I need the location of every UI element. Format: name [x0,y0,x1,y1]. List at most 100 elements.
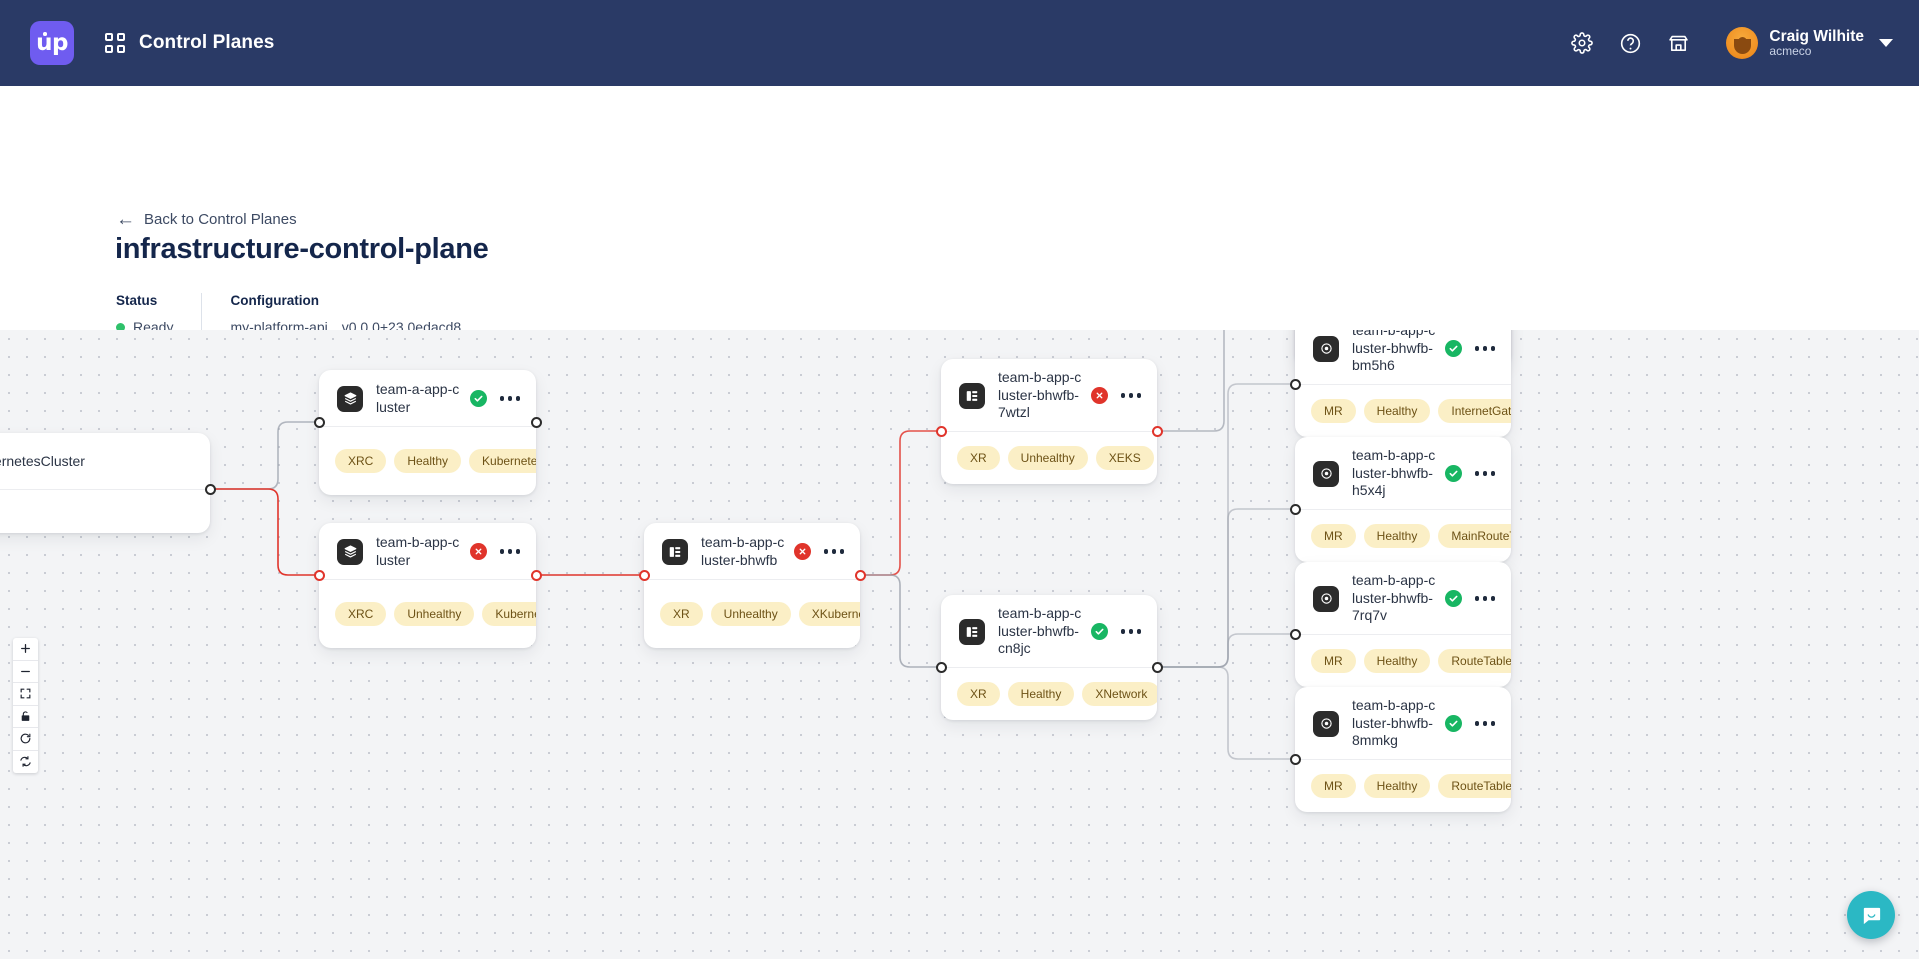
chip: MainRouteTableAssociation [1438,523,1511,548]
logo-text: up [36,30,68,56]
node-handle-source[interactable] [1151,661,1163,673]
node-handle-source[interactable] [530,416,542,428]
zoom-out-button[interactable] [13,661,38,683]
chip: MR [1311,523,1356,548]
graph-node-team-a-app-cluster[interactable]: team-a-app-clusterXRCHealthyKubernetesCl… [319,370,536,495]
graph-edges [210,330,1295,760]
chip: Unhealthy [394,601,475,626]
node-handle-target[interactable] [1289,378,1301,390]
chip: MR [1311,398,1356,423]
sync-button[interactable] [13,751,38,774]
node-chips: XRUnhealthyXKubernetesCluster [644,579,860,648]
chip: XRC [335,448,387,473]
node-menu-button[interactable] [1474,346,1495,351]
back-to-control-planes-link[interactable]: ← Back to Control Planes [116,210,297,229]
status-healthy-icon [1444,590,1462,607]
user-name: Craig Wilhite [1769,27,1864,45]
node-handle-source[interactable] [204,483,216,495]
node-header: KubernetesCluster [0,433,210,489]
status-unhealthy-icon [793,543,811,560]
node-menu-button[interactable] [1474,471,1495,476]
node-handle-source[interactable] [530,569,542,581]
node-handle-target[interactable] [313,416,325,428]
node-label: team-b-app-cluster-bhwfb [701,534,785,568]
node-handle-target[interactable] [1289,503,1301,515]
mr-icon [1313,710,1339,737]
node-menu-button[interactable] [499,549,520,554]
chip: XR [660,601,703,626]
status-unhealthy-icon [469,543,487,560]
top-navigation-bar: up Control Planes [0,0,1919,86]
node-chips: MRHealthyRouteTableAssociation [1295,634,1511,687]
chip: XR [957,681,1000,706]
node-menu-button[interactable] [1120,629,1141,634]
status-dot-icon [116,322,125,332]
chip: XEKS [1095,445,1154,470]
node-menu-button[interactable] [499,396,520,401]
avatar [1726,27,1759,59]
zoom-in-button[interactable] [13,638,38,661]
help-icon[interactable] [1608,21,1652,65]
node-label: team-b-app-cluster-bhwfb-h5x4j [1352,447,1436,499]
page-title: infrastructure-control-plane [115,233,489,265]
refresh-button[interactable] [13,728,38,751]
node-header: team-b-app-cluster-bhwfb-bm5h6 [1295,330,1511,384]
layers-icon [337,385,363,412]
node-handle-source[interactable] [854,569,866,581]
node-menu-button[interactable] [1474,596,1495,601]
chevron-down-icon[interactable] [1879,39,1893,47]
chat-widget-button[interactable] [1847,891,1895,939]
node-handle-target[interactable] [1289,628,1301,640]
grid-cell [117,45,125,53]
resource-graph-canvas[interactable]: KubernetesClusterAPIteam-a-app-clusterXR… [0,330,1919,959]
chip: MR [1311,648,1356,673]
chip: KubernetesCluster [469,448,536,473]
mr-icon [1313,585,1339,612]
upbound-logo[interactable]: up [30,21,74,65]
node-handle-target[interactable] [638,569,650,581]
node-chips: API [0,489,210,533]
node-header: team-b-app-cluster-bhwfb-cn8jc [941,595,1157,667]
chip: Healthy [394,448,462,473]
chip: MR [1311,773,1356,798]
node-menu-button[interactable] [1474,721,1495,726]
nav-title[interactable]: Control Planes [139,32,275,53]
chip: Healthy [1363,398,1431,423]
graph-node-team-b-app-cluster[interactable]: team-b-app-clusterXRCUnhealthyKubernetes… [319,523,536,648]
graph-edge [1157,666,1295,760]
configuration-block: Configuration my-platform-api v0.0.0+23.… [201,293,489,335]
node-label: team-b-app-cluster-bhwfb-bm5h6 [1352,330,1436,374]
user-text: Craig Wilhite acmeco [1769,28,1864,59]
graph-edge [1157,633,1295,668]
canvas-controls [13,638,38,773]
gear-icon[interactable] [1560,21,1604,65]
node-handle-target[interactable] [935,425,947,437]
status-healthy-icon [1444,465,1462,482]
node-menu-button[interactable] [823,549,844,554]
grid-cell [117,33,125,41]
graph-node-kubernetescluster[interactable]: KubernetesClusterAPI [0,433,210,533]
node-chips: XRC Healthy KubernetesCluster [319,426,536,495]
node-menu-button[interactable] [1120,393,1141,398]
node-handle-target[interactable] [1289,753,1301,765]
back-link-label: Back to Control Planes [144,211,297,228]
marketplace-icon[interactable] [1656,21,1700,65]
node-handle-source[interactable] [1151,425,1163,437]
node-handle-target[interactable] [313,569,325,581]
chip: InternetGateway [1438,398,1511,423]
chip: XRC [335,601,387,626]
lock-button[interactable] [13,706,38,728]
chip: Unhealthy [710,601,791,626]
grid-cell [105,33,113,41]
user-menu[interactable]: Craig Wilhite acmeco [1726,27,1893,59]
node-handle-target[interactable] [935,661,947,673]
fit-view-button[interactable] [13,683,38,706]
